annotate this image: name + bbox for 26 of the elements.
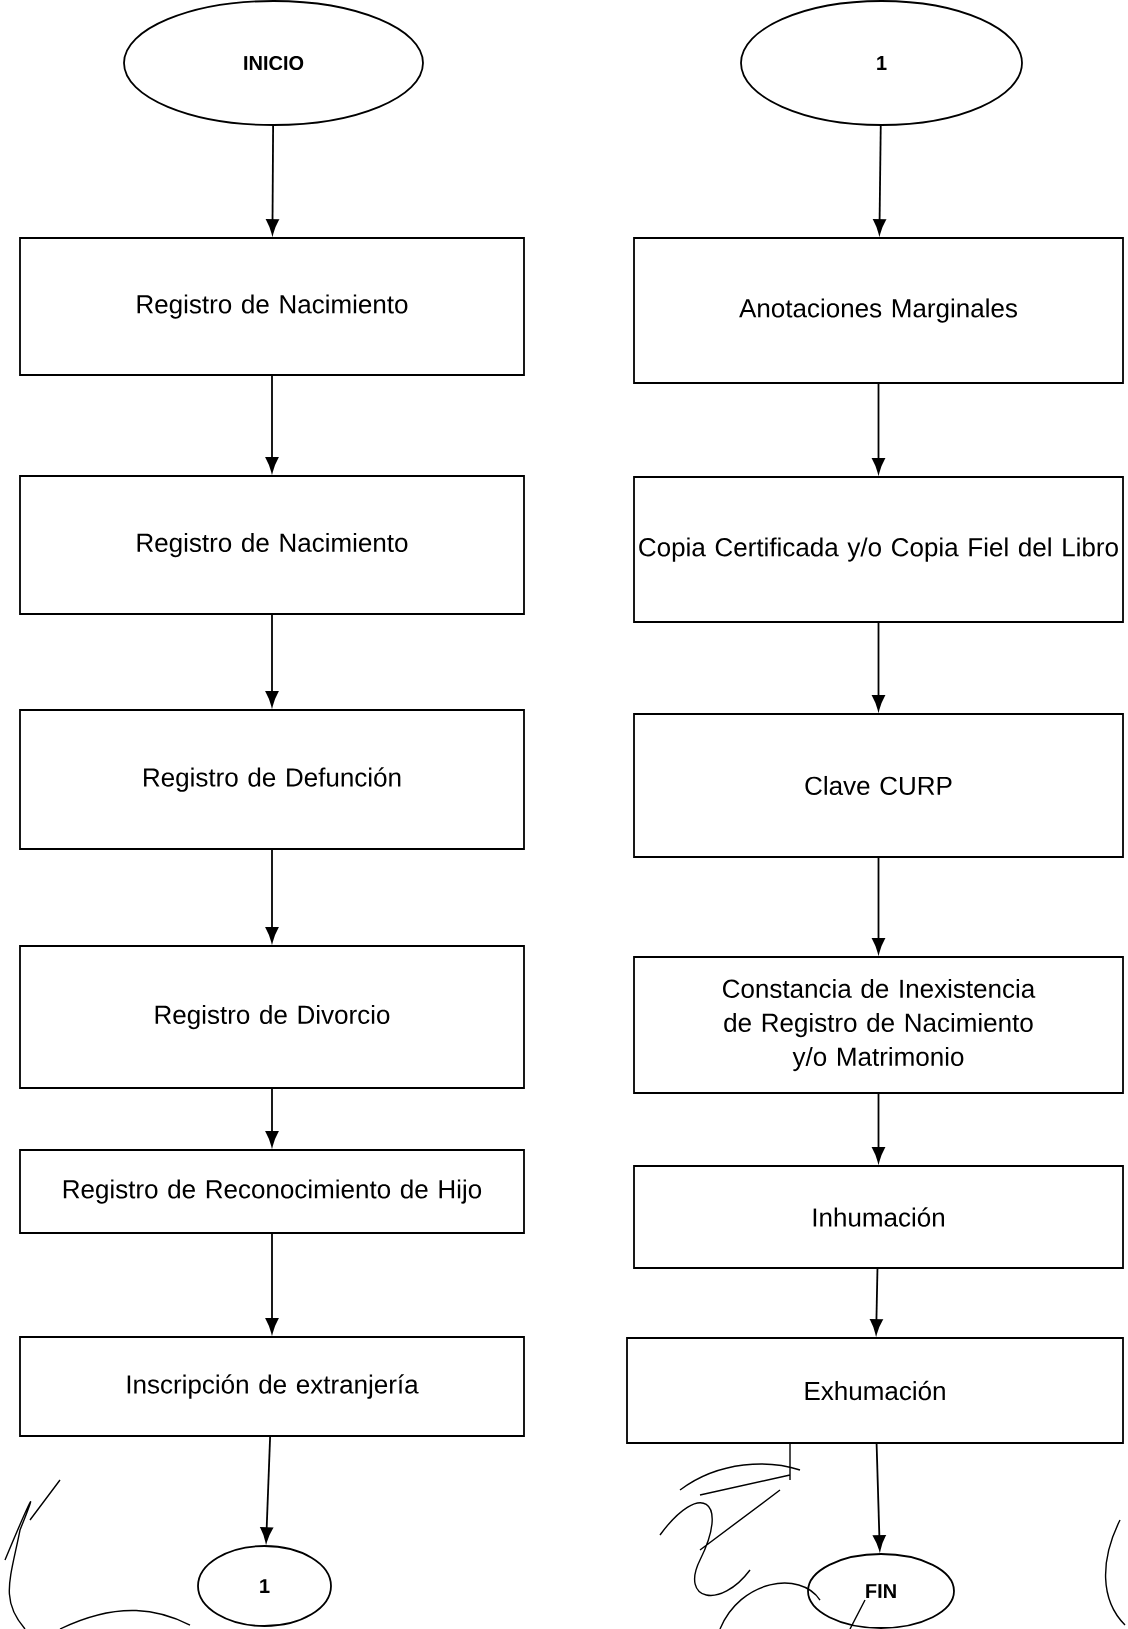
process-box: Registro de Divorcio — [19, 945, 525, 1089]
arrow — [873, 125, 886, 235]
arrow — [873, 1443, 886, 1551]
process-box: Exhumación — [626, 1337, 1124, 1444]
arrow — [872, 383, 885, 474]
arrow — [265, 849, 279, 943]
arrow — [265, 614, 279, 707]
process-box: Anotaciones Marginales — [633, 237, 1124, 384]
process-box: Registro de Reconocimiento de Hijo — [19, 1149, 525, 1234]
arrow — [265, 1088, 279, 1147]
arrow — [260, 1436, 273, 1543]
arrow — [266, 125, 279, 235]
process-box: Copia Certificada y/o Copia Fiel del Libro — [633, 476, 1124, 623]
arrow — [265, 1233, 279, 1334]
arrow — [265, 375, 279, 473]
process-box: Registro de Nacimiento — [19, 475, 525, 615]
arrow — [870, 1268, 883, 1335]
process-box: Inhumación — [633, 1165, 1124, 1269]
process-box: Registro de Nacimiento — [19, 237, 525, 376]
process-box: Inscripción de extranjería — [19, 1336, 525, 1437]
process-box: Constancia de Inexistencia de Registro de Nacimiento y/o Matrimonio — [633, 956, 1124, 1094]
process-box: Registro de Defunción — [19, 709, 525, 850]
arrow — [872, 622, 885, 711]
arrow — [872, 1093, 885, 1163]
process-box: Clave CURP — [633, 713, 1124, 858]
arrow — [872, 857, 885, 954]
